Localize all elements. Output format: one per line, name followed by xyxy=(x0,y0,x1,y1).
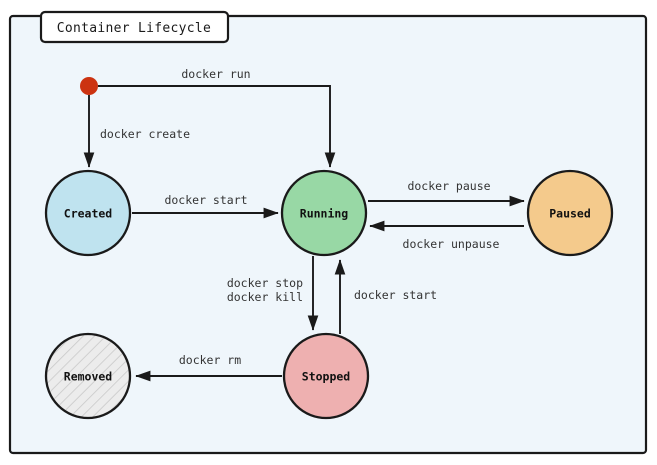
state-node-running[interactable]: Running xyxy=(280,169,368,257)
transition-label-stopped-to-removed: docker rm xyxy=(179,353,241,367)
diagram-title: Container Lifecycle xyxy=(39,10,230,44)
title-box xyxy=(39,10,230,44)
state-label-stopped: Stopped xyxy=(302,370,351,384)
transition-label-paused-to-running: docker unpause xyxy=(403,237,500,251)
state-label-running: Running xyxy=(300,207,349,221)
state-node-stopped[interactable]: Stopped xyxy=(282,332,370,420)
transition-arrow-start-to-running xyxy=(98,85,336,168)
state-circle-removed[interactable] xyxy=(44,332,132,420)
start-state-node[interactable] xyxy=(80,77,98,95)
transition-label-start-to-created: docker create xyxy=(100,127,190,141)
transition-label-stopped-to-running: docker start xyxy=(354,288,437,302)
transition-label-created-to-running: docker start xyxy=(164,193,247,207)
transitions-layer: docker run docker create docker start docke… xyxy=(83,67,525,382)
title-label: Container Lifecycle xyxy=(57,21,211,36)
state-circle-created[interactable] xyxy=(44,169,132,257)
state-label-removed: Removed xyxy=(64,370,113,384)
state-label-created: Created xyxy=(64,207,113,221)
state-circle-running[interactable] xyxy=(280,169,368,257)
state-node-created[interactable]: Created xyxy=(44,169,132,257)
state-label-paused: Paused xyxy=(549,207,591,221)
transition-label-start-to-running: docker run xyxy=(181,67,250,81)
state-circle-paused[interactable] xyxy=(526,169,614,257)
state-circle-stopped[interactable] xyxy=(282,332,370,420)
state-node-removed[interactable]: Removed xyxy=(44,332,132,420)
state-node-paused[interactable]: Paused xyxy=(526,169,614,257)
transition-label-running-to-paused: docker pause xyxy=(407,179,490,193)
start-state-dot[interactable] xyxy=(80,77,98,95)
